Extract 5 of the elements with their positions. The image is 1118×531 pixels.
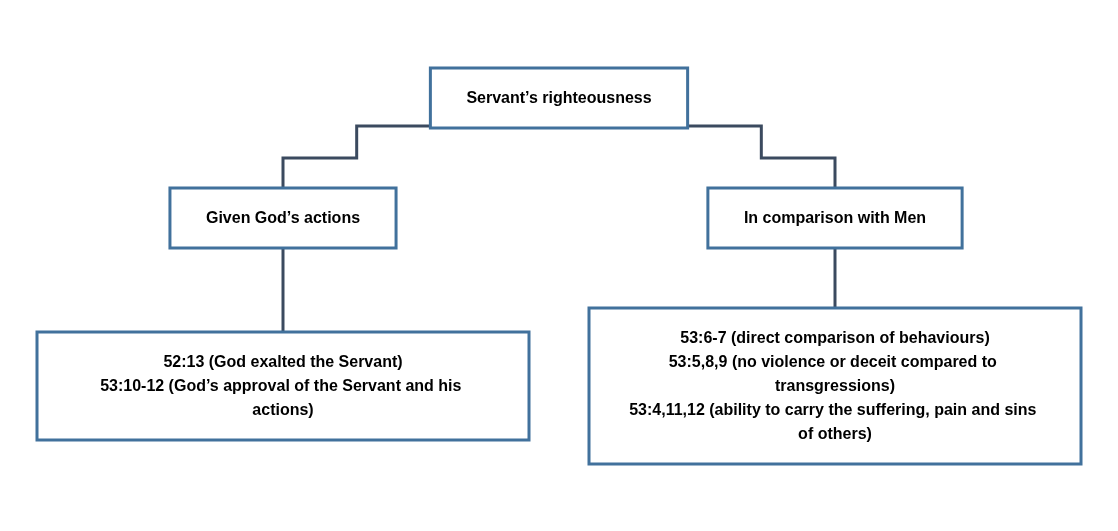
- node-box: Given God’s actions: [168, 186, 398, 249]
- node-box: 53:6-7 (direct comparison of behaviours) 53:5,8,9 (no violence or deceit compared to transgressions) 53:4,11,12 (ability to carry the suffering, pain and sins of others): [587, 306, 1083, 465]
- node-box: In comparison with Men: [706, 186, 964, 249]
- node-box: 52:13 (God exalted the Servant) 53:10-12 (God’s approval of the Servant and his actions): [35, 330, 531, 441]
- node-box: Servant’s righteousness: [428, 66, 690, 129]
